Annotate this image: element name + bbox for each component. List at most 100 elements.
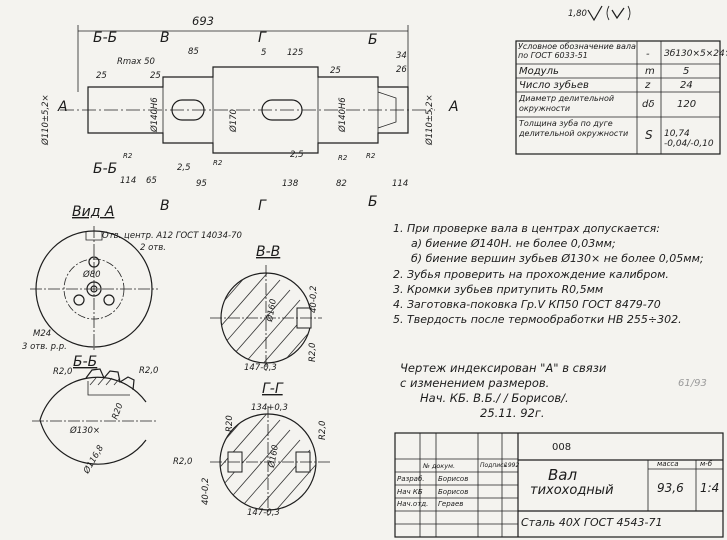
gg-dim-147: 147-0,3: [247, 508, 280, 518]
section-bb: Б-Б R2,0 R2,0 Ø130× Ø116,8 R20 R2,0: [32, 354, 192, 476]
dim-138: 138: [282, 179, 299, 189]
section-b-bottom-right: Б: [368, 194, 378, 210]
table-row-1-sym: -: [646, 49, 650, 60]
bb-d130: Ø130×: [69, 425, 100, 436]
vv-dim-147: 147-0,3: [244, 363, 277, 373]
table-row-3-val: 24: [680, 80, 693, 91]
dim-114b: 114: [392, 179, 408, 189]
bb-r20a: R2,0: [53, 367, 72, 377]
col-sign: Подпись: [480, 462, 507, 469]
dim-95: 95: [196, 179, 207, 189]
section-g-bottom: Г: [258, 198, 267, 214]
revision-line-4: 25.11. 92г.: [480, 406, 545, 420]
table-row-5-name: Толщина зуба по дуге делительной окружно…: [519, 119, 629, 138]
dim-65: 65: [146, 176, 157, 186]
mass-value: 93,6: [657, 481, 684, 495]
role-2: Нач КБ: [397, 488, 423, 496]
dim-d-left-end: Ø110±5,2×: [40, 94, 51, 146]
title-block: [394, 432, 724, 538]
dim-85: 85: [188, 47, 199, 57]
table-row-2-sym: m: [645, 66, 655, 77]
role-3: Нач.отд.: [397, 500, 429, 508]
name-1: Борисов: [438, 475, 469, 483]
revision-note: Чертеж индексирован "А" в связи с измене…: [400, 361, 700, 421]
vv-r20: R2,0: [308, 343, 318, 362]
bb-d116: Ø116,8: [81, 443, 107, 477]
dim-d-left-bearing: Ø140Н6: [149, 97, 160, 133]
table-row-5-sym: S: [645, 128, 653, 142]
dim-114: 114: [120, 176, 136, 186]
table-row-4-name: Диаметр делительной окружности: [519, 94, 615, 113]
dim-25a: 25: [96, 71, 107, 81]
bb-r20c: R2,0: [173, 457, 192, 467]
dim-82: 82: [336, 179, 347, 189]
role-1: Разраб.: [397, 475, 425, 483]
section-bb-label: Б-Б: [73, 354, 97, 370]
section-b-left-top: Б-Б: [93, 30, 117, 46]
view-a-center-count: 2 отв.: [140, 243, 166, 253]
table-row-3-sym: z: [645, 80, 651, 91]
shaft-main-view: 693 А А Б-Б В Г Б Rmax 50 85 5 125 25 25…: [40, 14, 459, 214]
dim-2-5b: 2,5: [290, 150, 304, 160]
dim-34: 34: [396, 51, 407, 61]
doc-code: 008: [552, 442, 572, 453]
name-3: Гераев: [438, 500, 464, 508]
table-row-2-val: 5: [683, 66, 690, 77]
roughness-value: 1,80: [568, 9, 587, 19]
scale-value: 1:4: [700, 481, 720, 495]
dim-125: 125: [287, 48, 303, 58]
section-a-right-label: А: [448, 99, 459, 115]
bb-r20: R20: [110, 402, 125, 421]
revision-line-1: Чертеж индексирован "А" в связи: [400, 361, 607, 375]
dim-d-center: Ø170: [228, 109, 239, 133]
section-a-left-label: А: [57, 99, 68, 115]
section-v-top: В: [160, 30, 170, 46]
part-title-1: Вал: [548, 466, 578, 484]
note-1: 1. При проверке вала в центрах допускает…: [393, 222, 661, 235]
dim-r2c: R2: [338, 154, 348, 162]
dim-5: 5: [261, 48, 266, 58]
name-2: Борисов: [438, 488, 469, 496]
gg-r20: R20: [225, 415, 235, 432]
dim-d-right-end: Ø110±5,2×: [424, 94, 435, 146]
vv-dim-40: 40-0,2: [309, 286, 319, 313]
mass-label: масса: [657, 460, 679, 468]
view-a-center-note: Отв. центр. А12 ГОСТ 14034-70: [102, 231, 242, 241]
section-b-right-top: Б: [368, 32, 378, 48]
gg-d160: Ø160: [266, 444, 281, 469]
rmax-label: Rmax 50: [117, 57, 155, 67]
table-row-3-name: Число зубьев: [519, 80, 589, 91]
table-row-4-sym: dδ: [642, 99, 655, 110]
technical-notes: 1. При проверке вала в центрах допускает…: [393, 221, 723, 327]
note-1a: а) биение Ø140Н. не более 0,03мм;: [411, 237, 616, 251]
dim-r2b: R2: [213, 159, 223, 167]
dim-2-5a: 2,5: [177, 163, 191, 173]
dim-25c: 25: [330, 66, 341, 76]
scale-label: м-б: [700, 460, 713, 468]
view-a-dim-80: Ø80: [82, 269, 101, 280]
dim-26: 26: [396, 65, 407, 75]
overall-length: 693: [192, 14, 214, 28]
table-row-1-name: Условное обозначение вала по ГОСТ 6033-5…: [518, 42, 636, 60]
note-5: 5. Твердость после термообработки НВ 255…: [393, 313, 682, 327]
col-date: 1992: [504, 462, 520, 469]
note-4: 4. Заготовка-поковка Гр.V КП50 ГОСТ 8479…: [393, 298, 661, 312]
section-vv: В-В Ø160 40-0,2 147-0,3 R2,0: [210, 244, 322, 373]
view-a: Вид А Отв. центр. А12 ГОСТ 14034-70 2 от…: [22, 204, 242, 352]
section-v-bottom: В: [160, 198, 170, 214]
vv-d160: Ø160: [264, 298, 279, 323]
stamp-ref: 61/93: [678, 378, 707, 389]
table-row-5-val: 10,74 -0,04/-0,10: [664, 129, 714, 149]
gg-r2: R2,0: [318, 421, 328, 440]
table-row-2-name: Модуль: [519, 66, 559, 77]
table-row-1-val: Зб130×5×24×: [664, 49, 727, 59]
section-vv-label: В-В: [256, 244, 280, 260]
section-g-top: Г: [258, 30, 267, 46]
view-a-label: Вид А: [72, 204, 114, 220]
dim-25b: 25: [150, 71, 161, 81]
gg-dim-134: 134+0,3: [251, 403, 288, 413]
note-1b: б) биение вершин зубьев Ø130× не более 0…: [411, 252, 704, 266]
note-2: 2. Зубья проверить на прохождение калибр…: [393, 267, 669, 281]
